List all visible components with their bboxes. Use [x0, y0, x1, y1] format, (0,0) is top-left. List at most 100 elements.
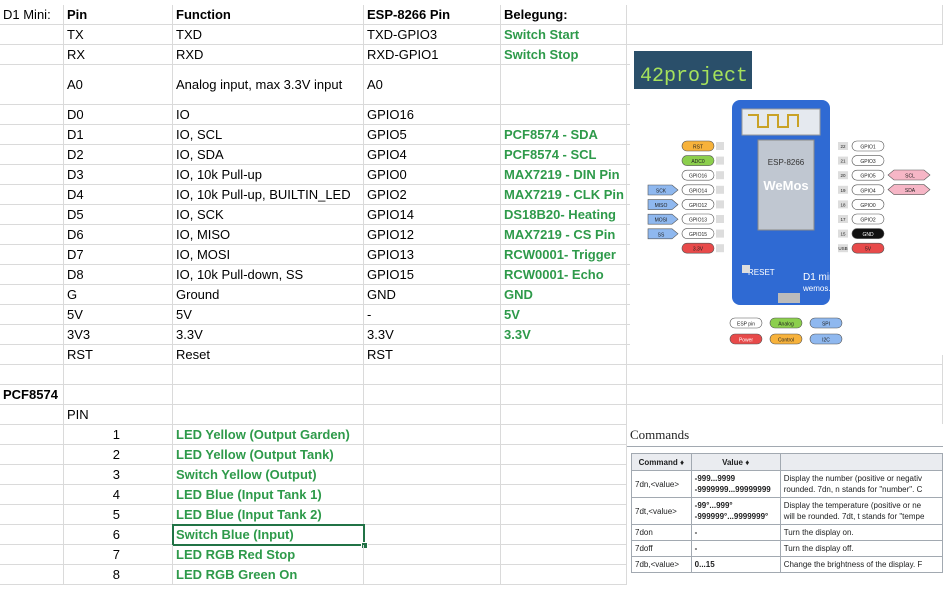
pin-cell[interactable]: D2	[64, 145, 173, 165]
pin-cell[interactable]: D5	[64, 205, 173, 225]
fill-handle[interactable]	[361, 542, 368, 549]
cell[interactable]	[501, 525, 627, 545]
pcf-pin-label-cell[interactable]: LED Blue (Input Tank 1)	[173, 485, 364, 505]
cell[interactable]	[501, 545, 627, 565]
pin-cell[interactable]: D4	[64, 185, 173, 205]
pcf-pin-label-cell[interactable]: Switch Yellow (Output)	[173, 465, 364, 485]
cell[interactable]	[501, 505, 627, 525]
function-cell[interactable]: IO	[173, 105, 364, 125]
cell[interactable]	[501, 565, 627, 585]
pin-cell[interactable]: D6	[64, 225, 173, 245]
cell[interactable]	[0, 325, 64, 345]
belegung-cell[interactable]	[501, 105, 627, 125]
pcf-pin-label-cell[interactable]: LED RGB Red Stop	[173, 545, 364, 565]
function-cell[interactable]: IO, MOSI	[173, 245, 364, 265]
esp-cell[interactable]: A0	[364, 65, 501, 105]
esp-cell[interactable]: GPIO5	[364, 125, 501, 145]
cell[interactable]	[0, 345, 64, 365]
function-cell[interactable]: Analog input, max 3.3V input	[173, 65, 364, 105]
cell[interactable]	[0, 565, 64, 585]
belegung-cell[interactable]	[501, 345, 627, 365]
cell[interactable]	[0, 45, 64, 65]
cell[interactable]	[364, 465, 501, 485]
header-label[interactable]: D1 Mini:	[0, 5, 64, 25]
pcf-pin-label-cell[interactable]: LED RGB Green On	[173, 565, 364, 585]
header-function[interactable]: Function	[173, 5, 364, 25]
pin-cell[interactable]: A0	[64, 65, 173, 105]
pcf-pin-number[interactable]: 2	[64, 445, 173, 465]
cell[interactable]	[0, 485, 64, 505]
cell[interactable]	[501, 485, 627, 505]
cell[interactable]	[0, 145, 64, 165]
function-cell[interactable]: IO, SCK	[173, 205, 364, 225]
header-pin[interactable]: Pin	[64, 5, 173, 25]
function-cell[interactable]: Reset	[173, 345, 364, 365]
cell[interactable]	[501, 405, 627, 425]
cell[interactable]	[364, 545, 501, 565]
belegung-cell[interactable]: Switch Start	[501, 25, 627, 45]
esp-cell[interactable]: GPIO16	[364, 105, 501, 125]
cell[interactable]	[364, 425, 501, 445]
cell[interactable]	[627, 405, 943, 425]
pcf-pin-number[interactable]: 4	[64, 485, 173, 505]
cell[interactable]	[0, 445, 64, 465]
esp-cell[interactable]: TXD-GPIO3	[364, 25, 501, 45]
cell[interactable]	[501, 365, 627, 385]
pcf-pin-label-cell[interactable]: LED Yellow (Output Tank)	[173, 445, 364, 465]
cell[interactable]	[0, 425, 64, 445]
belegung-cell[interactable]: MAX7219 - CLK Pin	[501, 185, 627, 205]
cell[interactable]	[64, 365, 173, 385]
cell[interactable]	[627, 385, 943, 405]
pin-cell[interactable]: RST	[64, 345, 173, 365]
pcf-pin-label-cell[interactable]: LED Yellow (Output Garden)	[173, 425, 364, 445]
cell[interactable]	[501, 425, 627, 445]
esp-cell[interactable]: GPIO2	[364, 185, 501, 205]
esp-cell[interactable]: -	[364, 305, 501, 325]
pcf-title[interactable]: PCF8574	[0, 385, 64, 405]
cell[interactable]	[364, 505, 501, 525]
esp-cell[interactable]: GPIO4	[364, 145, 501, 165]
pin-cell[interactable]: D0	[64, 105, 173, 125]
cell[interactable]	[501, 445, 627, 465]
pcf-pin-number[interactable]: 8	[64, 565, 173, 585]
belegung-cell[interactable]: MAX7219 - DIN Pin	[501, 165, 627, 185]
cell[interactable]	[173, 365, 364, 385]
cell[interactable]	[501, 385, 627, 405]
cell[interactable]	[0, 465, 64, 485]
cell[interactable]	[0, 305, 64, 325]
belegung-cell[interactable]: PCF8574 - SDA	[501, 125, 627, 145]
pcf-pin-number[interactable]: 5	[64, 505, 173, 525]
header-belegung[interactable]: Belegung:	[501, 5, 627, 25]
pcf-pin-number[interactable]: 3	[64, 465, 173, 485]
cell[interactable]	[0, 125, 64, 145]
cell[interactable]	[0, 365, 64, 385]
pin-cell[interactable]: RX	[64, 45, 173, 65]
cell[interactable]	[0, 185, 64, 205]
cell[interactable]	[173, 385, 364, 405]
function-cell[interactable]: TXD	[173, 25, 364, 45]
cell[interactable]	[0, 525, 64, 545]
pcf-pin-label-cell[interactable]: Switch Blue (Input)	[172, 524, 365, 546]
pin-cell[interactable]: 5V	[64, 305, 173, 325]
header-esp[interactable]: ESP-8266 Pin	[364, 5, 501, 25]
cell[interactable]	[364, 525, 501, 545]
belegung-cell[interactable]: RCW0001- Trigger	[501, 245, 627, 265]
pcf-pin-label-cell[interactable]: LED Blue (Input Tank 2)	[173, 505, 364, 525]
pin-cell[interactable]: TX	[64, 25, 173, 45]
belegung-cell[interactable]: GND	[501, 285, 627, 305]
function-cell[interactable]: IO, SDA	[173, 145, 364, 165]
cell[interactable]	[0, 405, 64, 425]
cell[interactable]	[0, 65, 64, 105]
cell[interactable]	[0, 545, 64, 565]
esp-cell[interactable]: RST	[364, 345, 501, 365]
cell[interactable]	[627, 25, 943, 45]
belegung-cell[interactable]	[501, 65, 627, 105]
function-cell[interactable]: IO, 10k Pull-down, SS	[173, 265, 364, 285]
cell[interactable]	[0, 245, 64, 265]
esp-cell[interactable]: RXD-GPIO1	[364, 45, 501, 65]
cell[interactable]	[0, 285, 64, 305]
function-cell[interactable]: 3.3V	[173, 325, 364, 345]
function-cell[interactable]: IO, MISO	[173, 225, 364, 245]
pin-cell[interactable]: D3	[64, 165, 173, 185]
function-cell[interactable]: IO, 10k Pull-up, BUILTIN_LED	[173, 185, 364, 205]
